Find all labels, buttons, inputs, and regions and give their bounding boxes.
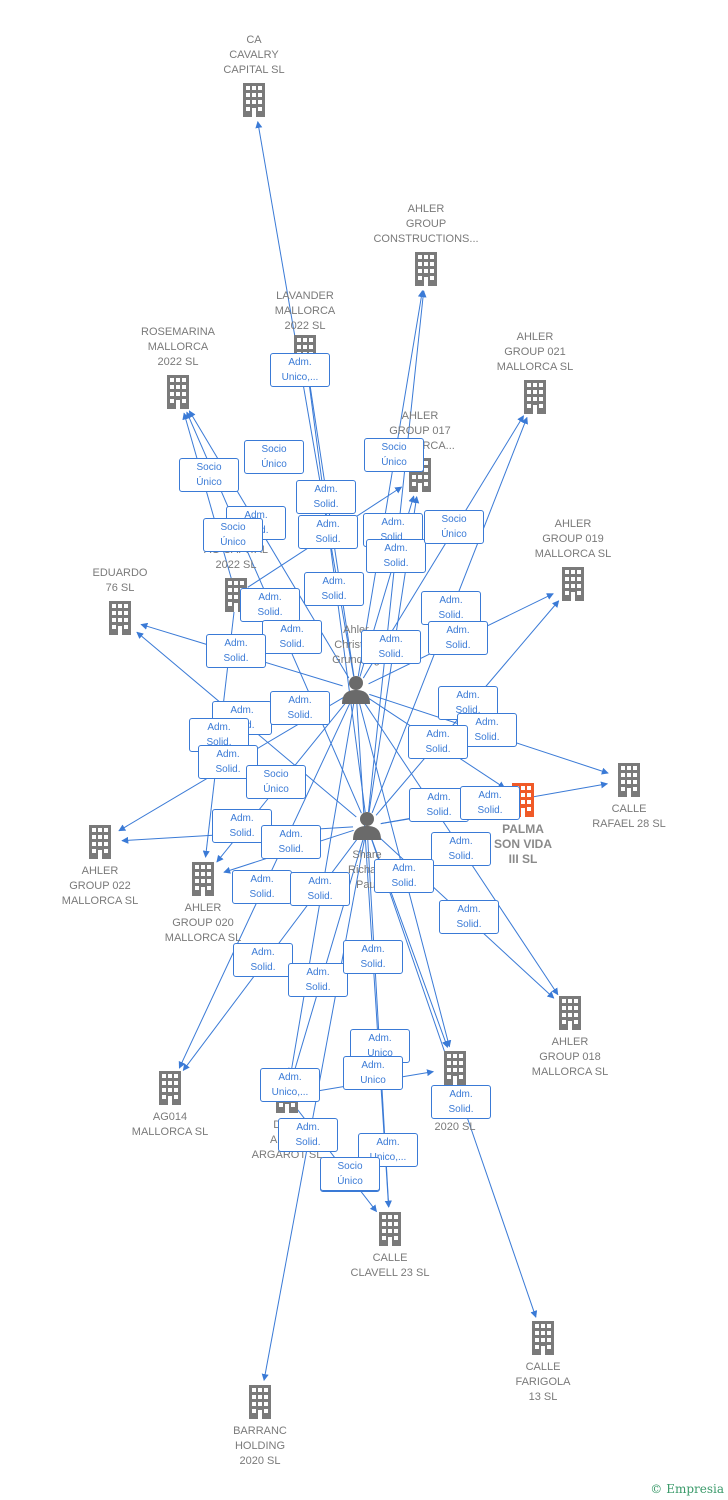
edge-role-label: Adm. Solid. xyxy=(296,480,356,514)
node-label-rosemarina[interactable]: ROSEMARINA MALLORCA 2022 SL xyxy=(141,326,215,368)
person-icon-person_christian[interactable] xyxy=(342,676,370,704)
node-label-ca_cavalry[interactable]: CA CAVALRY CAPITAL SL xyxy=(223,34,285,76)
nodes-layer xyxy=(89,83,640,1419)
edge-role-label: Adm. Solid. xyxy=(270,691,330,725)
edge-person_christian-ahler_constructions xyxy=(357,290,425,677)
edge-role-label: Adm. Solid. xyxy=(232,870,292,904)
edge-role-label: Adm. Solid. xyxy=(431,1085,491,1119)
edge-person_richard-dist_argarot xyxy=(291,839,364,1076)
building-icon-ahler_019[interactable] xyxy=(562,567,584,601)
edge-role-label: Adm. Solid. xyxy=(428,621,488,655)
building-icon-ahler_constructions[interactable] xyxy=(415,252,437,286)
edge-role-label: Adm. Solid. xyxy=(421,591,481,625)
empresia-brand[interactable]: ©Empresia xyxy=(650,1482,724,1496)
edge-role-label: Adm. Unico xyxy=(343,1056,403,1090)
edge-role-label: Adm. Solid. xyxy=(431,832,491,866)
edge-role-label: Adm. Solid. xyxy=(374,859,434,893)
building-icon-barranc[interactable] xyxy=(249,1385,271,1419)
edge-ag_capital-rosemarina xyxy=(182,412,233,582)
edge-role-label: Socio Único xyxy=(246,765,306,799)
edge-role-label: Adm. Solid. xyxy=(261,825,321,859)
edge-role-label: Socio Único xyxy=(424,510,484,544)
node-label-palma_son_vida[interactable]: PALMA SON VIDA III SL xyxy=(493,822,552,866)
building-icon-m_2020[interactable] xyxy=(444,1051,466,1085)
edge-role-label: Adm. Solid. xyxy=(262,620,322,654)
edge-role-label: Adm. Solid. xyxy=(206,634,266,668)
node-label-ag014[interactable]: AG014 MALLORCA SL xyxy=(131,1111,209,1138)
edge-role-label: Adm. Solid. xyxy=(304,572,364,606)
edge-role-label: Socio Único xyxy=(179,458,239,492)
edge-role-label: Socio Único xyxy=(364,438,424,472)
building-icon-calle_clavell[interactable] xyxy=(379,1212,401,1246)
node-label-eduardo[interactable]: EDUARDO 76 SL xyxy=(92,567,148,594)
edge-role-label: Adm. Solid. xyxy=(361,630,421,664)
edge-role-label: Socio Único xyxy=(244,440,304,474)
node-label-ahler_018[interactable]: AHLER GROUP 018 MALLORCA SL xyxy=(531,1036,609,1078)
building-icon-ca_cavalry[interactable] xyxy=(243,83,265,117)
building-icon-calle_rafael[interactable] xyxy=(618,763,640,797)
edge-role-label: Adm. Solid. xyxy=(290,872,350,906)
edge-role-label: Adm. Solid. xyxy=(288,963,348,997)
building-icon-calle_farigola[interactable] xyxy=(532,1321,554,1355)
node-label-ahler_022[interactable]: AHLER GROUP 022 MALLORCA SL xyxy=(61,865,139,907)
edge-role-label: Adm. Solid. xyxy=(408,725,468,759)
edge-role-label: Adm. Solid. xyxy=(343,940,403,974)
building-icon-rosemarina[interactable] xyxy=(167,375,189,409)
node-label-ahler_020[interactable]: AHLER GROUP 020 MALLORCA SL xyxy=(164,902,242,944)
edge-role-label: Adm. Solid. xyxy=(366,539,426,573)
edge-role-label: Adm. Solid. xyxy=(409,788,469,822)
building-icon-ahler_020[interactable] xyxy=(192,862,214,896)
edge-role-label: Adm. Solid. xyxy=(439,900,499,934)
copyright-symbol: © xyxy=(650,1482,663,1496)
node-label-calle_rafael[interactable]: CALLE RAFAEL 28 SL xyxy=(592,803,666,830)
edge-role-label: Adm. Solid. xyxy=(298,515,358,549)
node-label-ahler_019[interactable]: AHLER GROUP 019 MALLORCA SL xyxy=(534,518,612,560)
node-label-ahler_constructions[interactable]: AHLER GROUP CONSTRUCTIONS... xyxy=(373,203,479,245)
edge-role-label: Adm. Solid. xyxy=(233,943,293,977)
edge-role-label: Adm. Solid. xyxy=(460,786,520,820)
node-label-calle_farigola[interactable]: CALLE FARIGOLA 13 SL xyxy=(515,1361,571,1403)
building-icon-eduardo[interactable] xyxy=(109,601,131,635)
building-icon-ahler_018[interactable] xyxy=(559,996,581,1030)
person-icon-person_richard[interactable] xyxy=(353,812,381,840)
building-icon-ahler_022[interactable] xyxy=(89,825,111,859)
edge-role-label: Adm. Solid. xyxy=(240,588,300,622)
edge-role-label: Adm. Solid. xyxy=(278,1118,338,1152)
edge-role-label: Socio Único xyxy=(320,1157,380,1191)
building-icon-ahler_021[interactable] xyxy=(524,380,546,414)
edge-person_richard-barranc xyxy=(261,839,365,1382)
edge-role-label: Adm. Unico,... xyxy=(270,353,330,387)
edge-person_christian-rosemarina xyxy=(188,410,350,679)
edge-role-label: Adm. Unico,... xyxy=(260,1068,320,1102)
brand-name: Empresia xyxy=(666,1482,724,1496)
edge-role-label: Socio Único xyxy=(203,518,263,552)
node-label-calle_clavell[interactable]: CALLE CLAVELL 23 SL xyxy=(350,1252,430,1279)
building-icon-ag014[interactable] xyxy=(159,1071,181,1105)
node-label-barranc[interactable]: BARRANC HOLDING 2020 SL xyxy=(233,1425,287,1467)
node-label-lavander[interactable]: LAVANDER MALLORCA 2022 SL xyxy=(274,290,336,332)
node-label-ahler_021[interactable]: AHLER GROUP 021 MALLORCA SL xyxy=(496,331,574,373)
